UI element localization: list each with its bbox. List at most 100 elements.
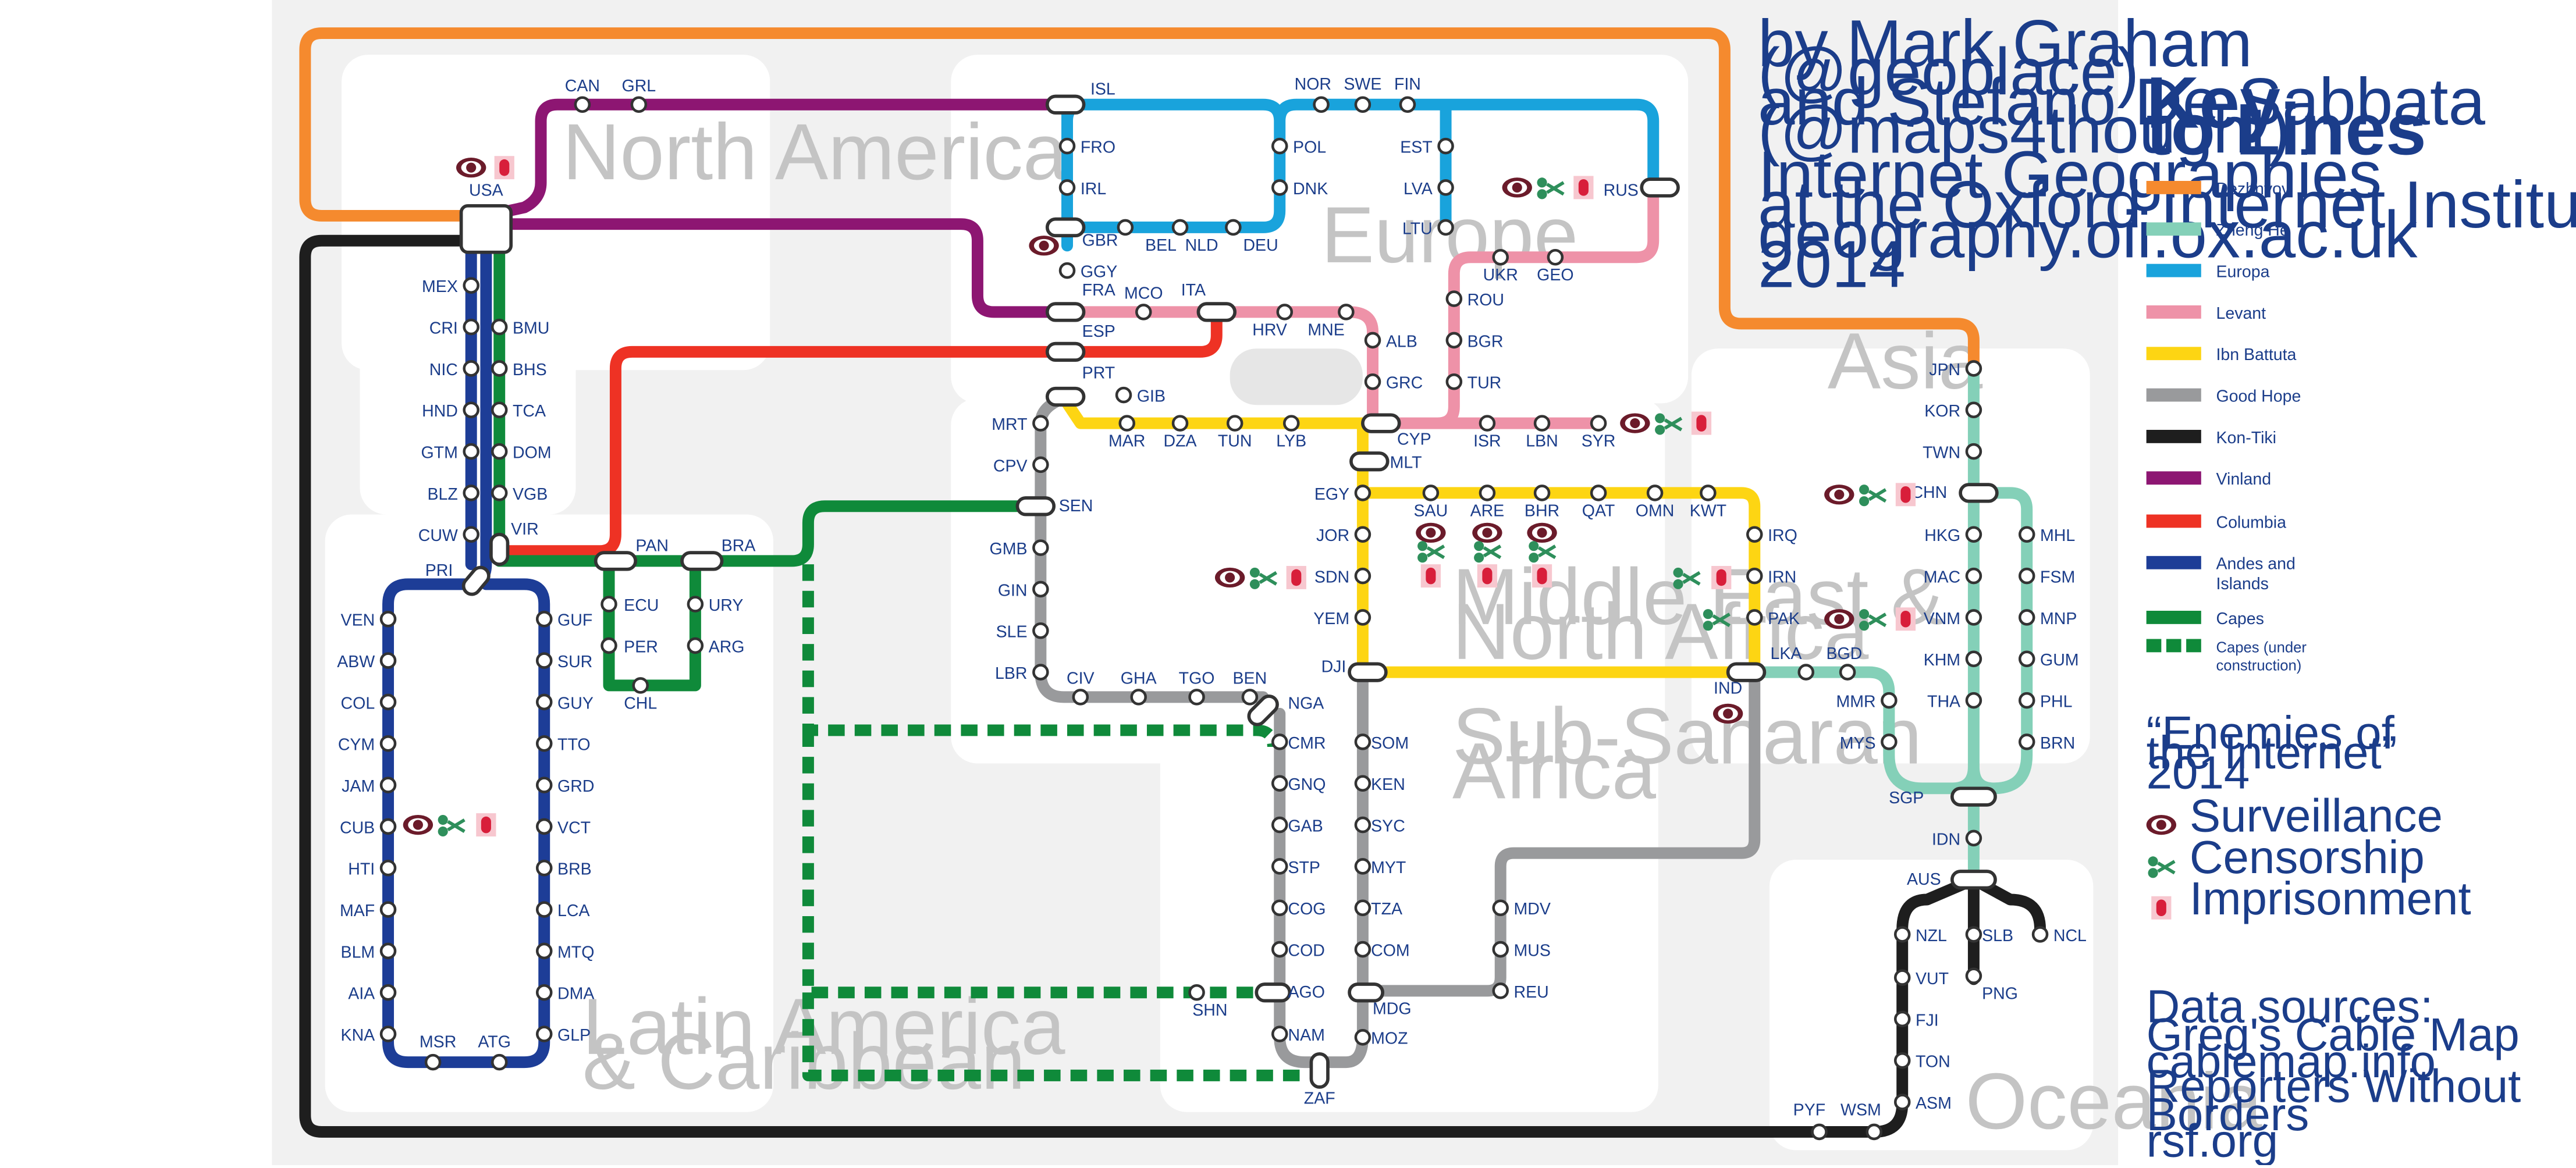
station-label: MYS <box>1840 734 1876 753</box>
station-label: FIN <box>1394 75 1421 94</box>
station-label: OMN <box>1636 501 1675 520</box>
station-dot <box>1072 689 1089 706</box>
key-imprisonment: Imprisonment <box>2190 873 2471 924</box>
station-usa: USA <box>469 181 503 200</box>
station-dot <box>1965 401 1982 419</box>
station-nic: NIC <box>429 360 479 379</box>
station-rou: ROU <box>1445 290 1504 309</box>
station-dji: DJI <box>1321 658 1346 676</box>
station-cym: CYM <box>338 735 397 754</box>
key-label: Capes <box>2216 610 2264 628</box>
source-line-1: Data sources: <box>2147 981 2433 1032</box>
station-dot <box>1271 858 1288 875</box>
station-dot <box>1492 982 1509 999</box>
station-label: GUM <box>2040 651 2079 670</box>
station-dot <box>1354 775 1372 792</box>
station-mdv: MDV <box>1492 899 1551 918</box>
station-nam: NAM <box>1271 1025 1325 1045</box>
station-dot <box>379 693 397 711</box>
station-label: BEN <box>1233 670 1267 688</box>
station-label: ISL <box>1090 80 1115 99</box>
station-brn: BRN <box>2018 733 2075 753</box>
station-label: ABW <box>337 653 375 671</box>
station-label: HTI <box>348 860 375 879</box>
station-isl: ISL <box>1090 80 1115 99</box>
station-dot <box>1241 689 1259 706</box>
key-label: Capes (under <box>2216 639 2307 656</box>
key-item-europa: Europa <box>2146 262 2270 281</box>
station-can: CAN <box>565 77 600 113</box>
censorship-icon <box>2148 856 2175 878</box>
station-gtm: GTM <box>421 443 479 462</box>
station-dot <box>1881 692 1898 709</box>
key-swatch <box>2146 388 2201 402</box>
station-asm: ASM <box>1893 1094 1952 1113</box>
station-dma: DMA <box>535 984 594 1003</box>
station-label: MLT <box>1390 454 1422 472</box>
station-bhr: BHR <box>1525 485 1559 520</box>
station-dot <box>535 611 553 628</box>
key-censorship: Censorship <box>2190 831 2425 883</box>
station-dot <box>1130 689 1147 706</box>
station-label: IND <box>1714 679 1742 698</box>
station-atg: ATG <box>478 1032 511 1071</box>
station-dot <box>1445 290 1463 307</box>
station-cuw: CUW <box>418 526 479 545</box>
surveillance-icon <box>2146 814 2177 835</box>
surveillance-icon <box>1712 703 1743 724</box>
station-dot <box>463 318 479 336</box>
interchange-esp <box>1045 341 1086 362</box>
station-tur: TUR <box>1445 373 1501 393</box>
station-dot <box>1354 96 1372 113</box>
interchange-usa <box>459 204 513 254</box>
station-label: KWT <box>1690 501 1726 520</box>
key-swatch <box>2146 263 2201 277</box>
station-label: DOM <box>513 444 552 462</box>
credit-line-7: geography.oii.ox.ac.uk <box>1758 198 2418 272</box>
station-label: CHL <box>624 694 657 713</box>
station-dot <box>379 735 397 752</box>
station-pri: PRI <box>425 561 453 580</box>
station-label: GIN <box>998 581 1028 600</box>
station-kwt: KWT <box>1690 485 1726 520</box>
station-dot <box>1271 816 1288 834</box>
station-label: LYB <box>1276 432 1306 451</box>
station-are: ARE <box>1470 485 1504 520</box>
station-tha: THA <box>1927 692 1982 711</box>
station-label: GTM <box>421 444 458 462</box>
imprisonment-icon <box>1573 176 1594 200</box>
station-label: HND <box>422 402 458 421</box>
line-capes-construction <box>802 564 1305 1081</box>
station-est: EST <box>1400 137 1454 157</box>
interchange-sen <box>1015 496 1056 517</box>
station-dot <box>1282 415 1300 432</box>
station-dot <box>1422 485 1440 501</box>
station-fra: FRA <box>1082 281 1115 300</box>
surveillance-icon <box>1824 609 1854 629</box>
station-abw: ABW <box>337 652 397 671</box>
station-label: HRV <box>1252 321 1287 339</box>
station-dot <box>1547 248 1564 266</box>
station-fsm: FSM <box>2018 567 2075 586</box>
interchange-sgp <box>1950 786 1997 807</box>
interchange-gbr <box>1045 217 1086 238</box>
station-label: FJI <box>1916 1011 1939 1030</box>
station-label: SLB <box>1982 927 2013 945</box>
station-dot <box>1271 775 1288 792</box>
station-dot <box>1445 332 1463 349</box>
station-label: NLD <box>1185 236 1218 255</box>
station-label: MOZ <box>1371 1030 1408 1048</box>
key-swatch <box>2146 514 2201 528</box>
station-gbr: GBR <box>1082 231 1118 250</box>
station-label: PRT <box>1082 364 1115 383</box>
station-dot <box>1225 219 1242 236</box>
station-dot <box>1188 689 1205 706</box>
station-dot <box>535 859 553 877</box>
key-swatch <box>2146 639 2162 653</box>
region-oceania: Oceania <box>1966 1057 2263 1146</box>
station-dot <box>491 443 508 460</box>
station-ecu: ECU <box>601 596 659 615</box>
interchange-cyp <box>1361 413 1401 433</box>
station-dot <box>2018 692 2035 709</box>
key-item-capes: Capes <box>2146 610 2264 628</box>
